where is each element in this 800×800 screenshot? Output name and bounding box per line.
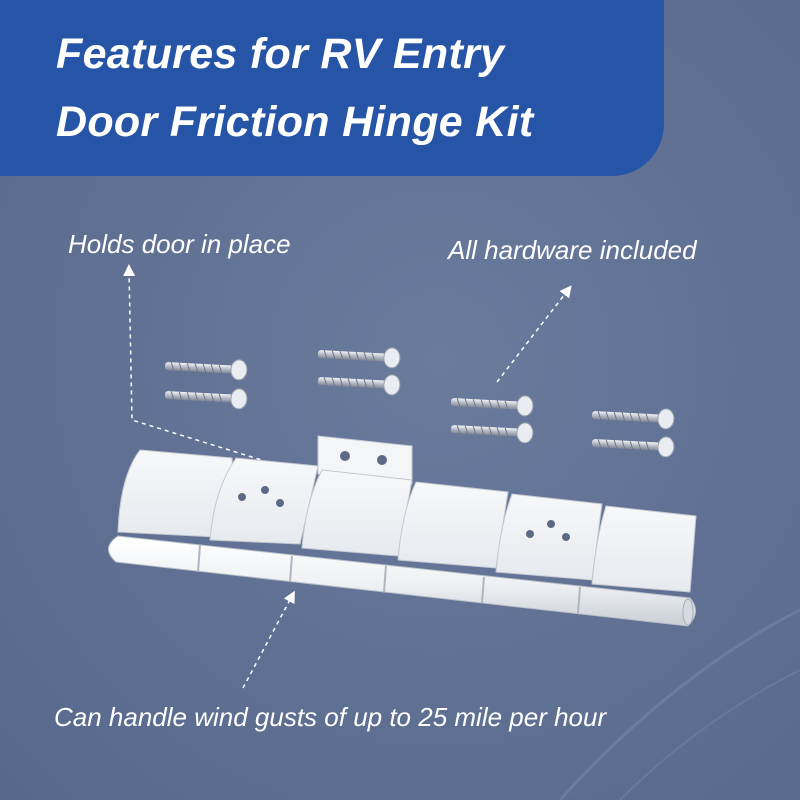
screw-pair-3: [450, 395, 534, 444]
screw-pair-2: [317, 347, 401, 396]
title-line-2: Door Friction Hinge Kit: [56, 98, 534, 146]
title-line-1: Features for RV Entry: [56, 30, 505, 78]
callout-wind-gusts: Can handle wind gusts of up to 25 mile p…: [54, 702, 607, 732]
friction-hinge: [108, 435, 697, 627]
holds-door-arrow: [123, 264, 269, 463]
callout-hardware-included: All hardware included: [448, 235, 697, 265]
title-banner: Features for RV Entry Door Friction Hing…: [0, 0, 664, 176]
callout-holds-door: Holds door in place: [68, 229, 291, 259]
hardware-arrow: [496, 285, 572, 383]
wind-arrow: [242, 590, 295, 689]
screw-pair-4: [591, 408, 675, 458]
screw-pair-1: [164, 359, 248, 410]
